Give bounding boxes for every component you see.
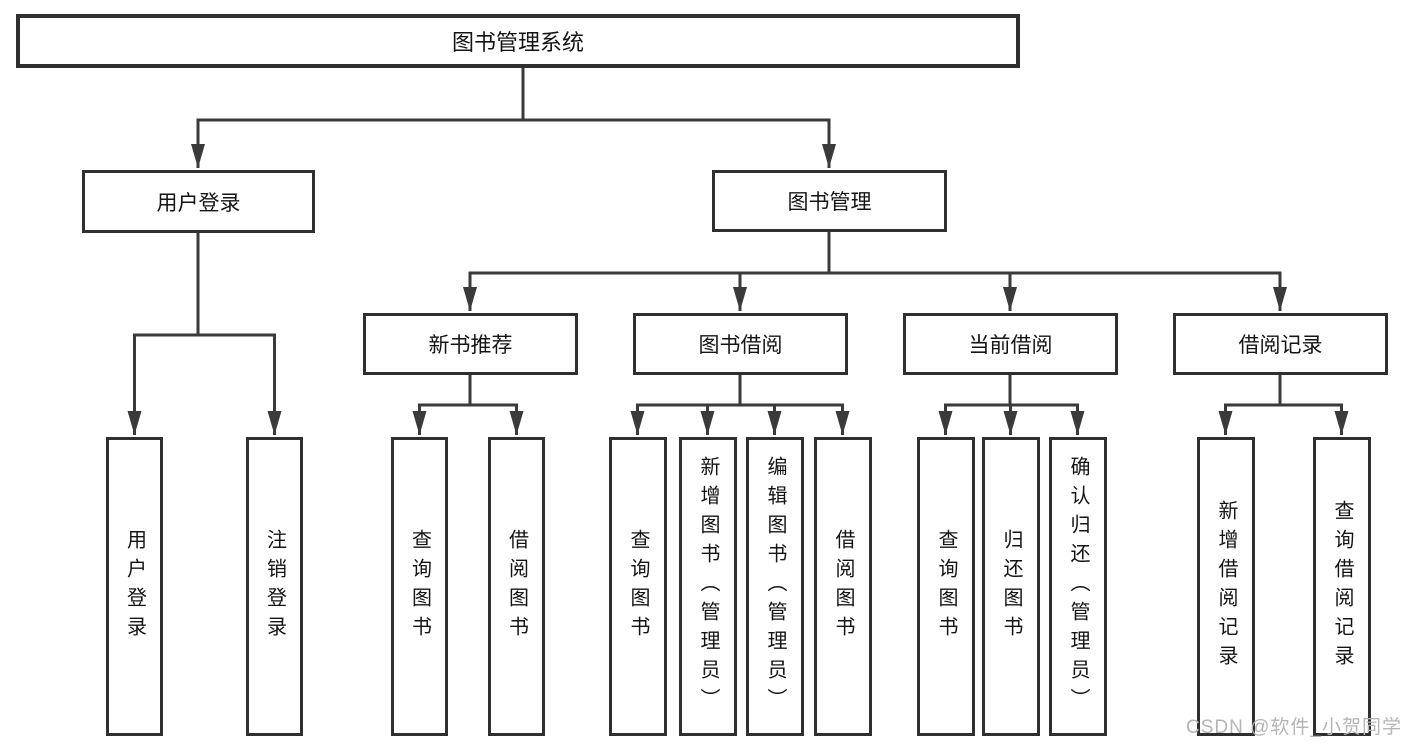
csdn-watermark: CSDN @软件_小贺同学 [1186,717,1402,738]
leaf-add-borrow-record: 新增借阅记录 [1197,437,1255,736]
leaf-query-books-borrow: 查询图书 [609,437,667,736]
leaf-query-books-current: 查询图书 [917,437,975,736]
node-label: 借阅图书 [832,528,854,645]
node-label: 注销登录 [263,528,286,645]
node-user-login: 用户登录 [82,170,315,233]
node-label: 新增图书（管理员） [697,456,719,717]
node-library-management-system: 图书管理系统 [16,14,1020,68]
node-label: 用户登录 [156,191,241,215]
node-label: 借阅记录 [1238,334,1323,357]
leaf-borrow-books: 借阅图书 [814,437,872,736]
node-label: 查询借阅记录 [1331,499,1353,674]
leaf-borrow-books-recommend: 借阅图书 [488,437,545,736]
node-label: 用户登录 [123,528,146,645]
node-label: 查询图书 [935,528,957,645]
node-label: 新书推荐 [428,334,513,357]
leaf-query-books-recommend: 查询图书 [391,437,448,736]
node-new-book-recommend: 新书推荐 [363,313,578,375]
node-borrowing-records: 借阅记录 [1173,313,1388,375]
leaf-edit-books-admin: 编辑图书（管理员） [746,437,804,736]
node-label: 新增借阅记录 [1215,499,1237,674]
node-label: 编辑图书（管理员） [764,456,786,717]
leaf-add-books-admin: 新增图书（管理员） [679,437,737,736]
node-book-management: 图书管理 [712,170,947,232]
node-label: 确认归还（管理员） [1067,456,1089,717]
node-book-borrowing: 图书借阅 [633,313,848,375]
node-label: 图书管理 [787,191,872,214]
node-current-borrowing: 当前借阅 [903,313,1118,375]
node-label: 归还图书 [1000,528,1022,645]
leaf-query-borrow-record: 查询借阅记录 [1313,437,1371,736]
node-label: 图书管理系统 [451,30,584,55]
node-label: 借阅图书 [505,528,528,645]
leaf-confirm-return-admin: 确认归还（管理员） [1049,437,1107,736]
node-label: 图书借阅 [698,334,783,357]
leaf-user-login: 用户登录 [106,437,163,736]
leaf-return-books: 归还图书 [982,437,1040,736]
leaf-logout: 注销登录 [246,437,303,736]
node-label: 查询图书 [627,528,649,645]
node-label: 查询图书 [408,528,431,645]
node-label: 当前借阅 [968,334,1053,357]
